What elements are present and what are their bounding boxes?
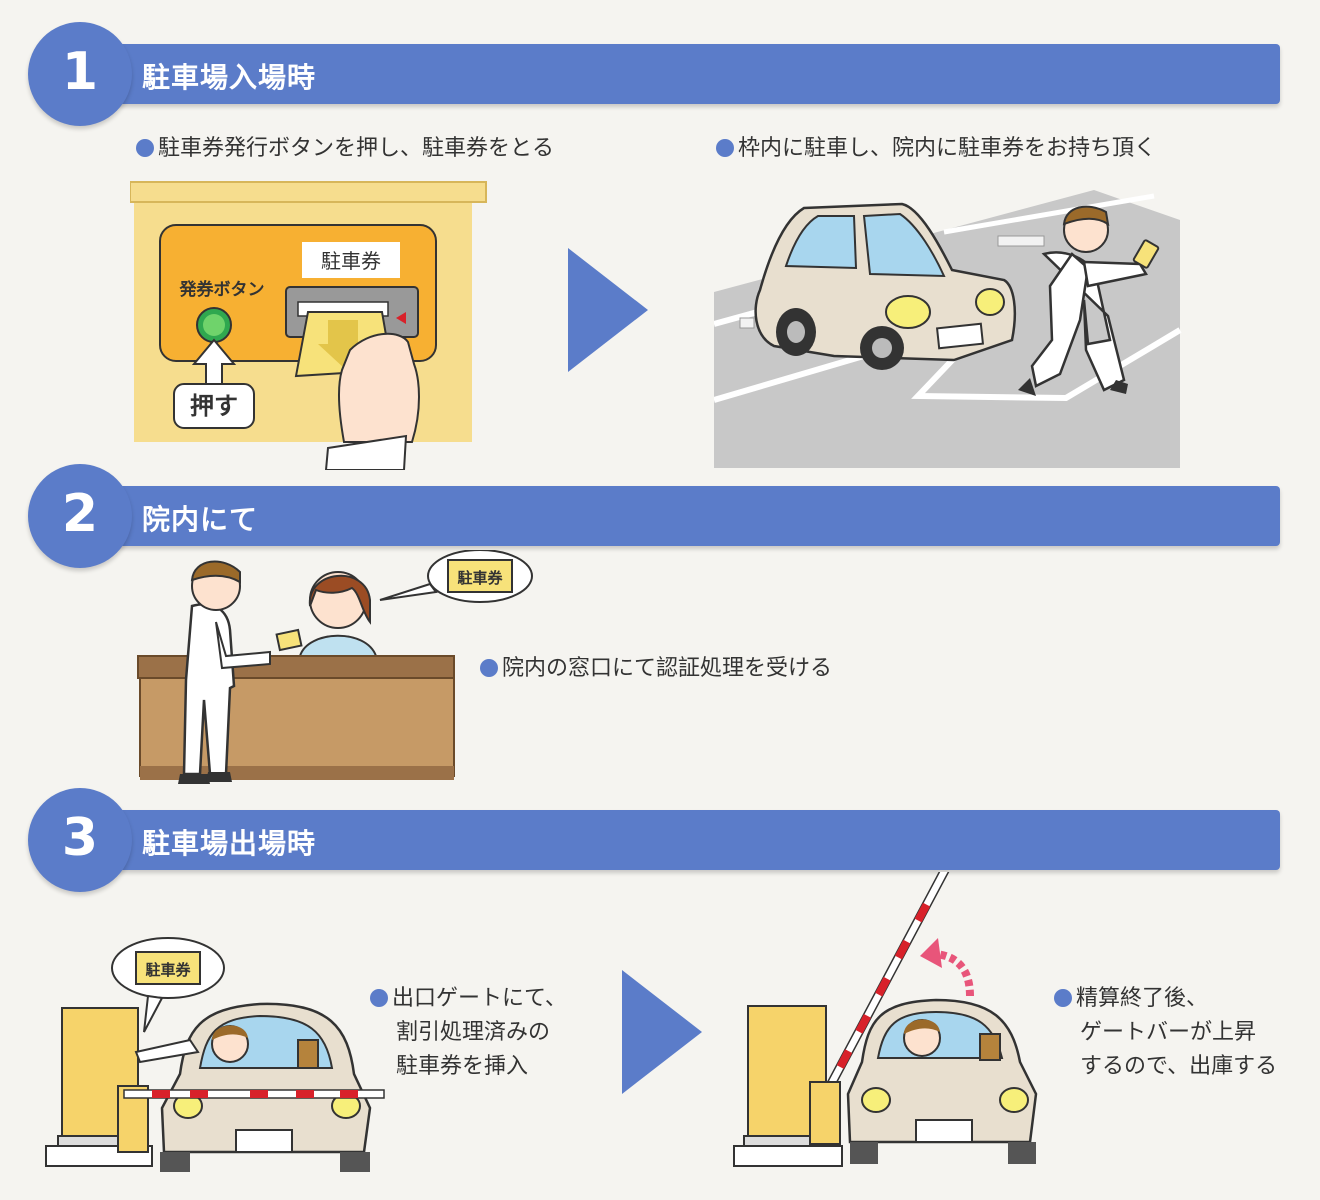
bubble-ticket-label: 駐車券 — [145, 961, 191, 979]
section-1-bar — [100, 44, 1280, 104]
push-label: 押す — [190, 392, 238, 420]
section-2-number: 2 — [61, 484, 99, 544]
reception-illustration: 駐車券 — [137, 550, 533, 784]
exiting-car — [846, 998, 1038, 1164]
receptionist — [298, 571, 378, 657]
section-3-circle — [28, 788, 132, 892]
gate-raised-illustration — [733, 872, 1038, 1167]
slot-arrow-icon — [396, 312, 406, 324]
step2-caption: 院内の窓口にて認証処理を受ける — [480, 652, 832, 686]
bubble-ticket-label: 駐車券 — [457, 569, 503, 587]
section-2-title: 院内にて — [142, 503, 259, 536]
ticket-bubble-icon — [447, 559, 513, 593]
section-1-circle — [28, 22, 132, 126]
section-3-bar — [100, 810, 1280, 870]
ticket-machine-illustration: 駐車券 発券ボタン 押す — [130, 181, 487, 470]
section-1-number: 1 — [61, 42, 99, 102]
push-badge — [173, 383, 255, 429]
issue-button-label: 発券ボタン — [179, 279, 265, 300]
bullet-dot — [1054, 989, 1072, 1007]
ticket-label-box — [302, 242, 400, 278]
parking-lot-illustration — [714, 190, 1182, 468]
walking-person — [1018, 205, 1160, 396]
exit-gate-insert-illustration: 駐車券 — [45, 937, 385, 1172]
step1-left-caption: 駐車券発行ボタンを押し、駐車券をとる — [136, 132, 554, 166]
patient-person — [178, 560, 303, 784]
bullet-dot — [136, 139, 154, 157]
ticket-bubble-icon — [135, 951, 201, 985]
section-2-circle — [28, 464, 132, 568]
bullet-dot — [480, 659, 498, 677]
step3-left-caption: 出口ゲートにて、 割引処理済みの 駐車券を挿入 — [370, 982, 567, 1084]
section-1-title: 駐車場入場時 — [142, 61, 317, 94]
ticket-label: 駐車券 — [321, 249, 381, 273]
step1-right-caption: 枠内に駐車し、院内に駐車券をお持ち頂く — [716, 132, 1156, 166]
gate-post — [809, 1081, 841, 1145]
next-arrow-icon — [568, 248, 648, 372]
hand-illustration — [337, 332, 420, 443]
exiting-car — [160, 1002, 372, 1172]
step3-right-caption: 精算終了後、 ゲートバーが上昇 するので、出庫する — [1054, 982, 1277, 1084]
parked-car — [754, 202, 1017, 370]
bullet-dot — [370, 989, 388, 1007]
section-3-title: 駐車場出場時 — [142, 827, 317, 860]
next-arrow-icon — [622, 970, 702, 1094]
section-2-bar — [100, 486, 1280, 546]
bullet-dot — [716, 139, 734, 157]
section-3-number: 3 — [61, 808, 99, 868]
lift-arrow-icon — [935, 950, 974, 997]
